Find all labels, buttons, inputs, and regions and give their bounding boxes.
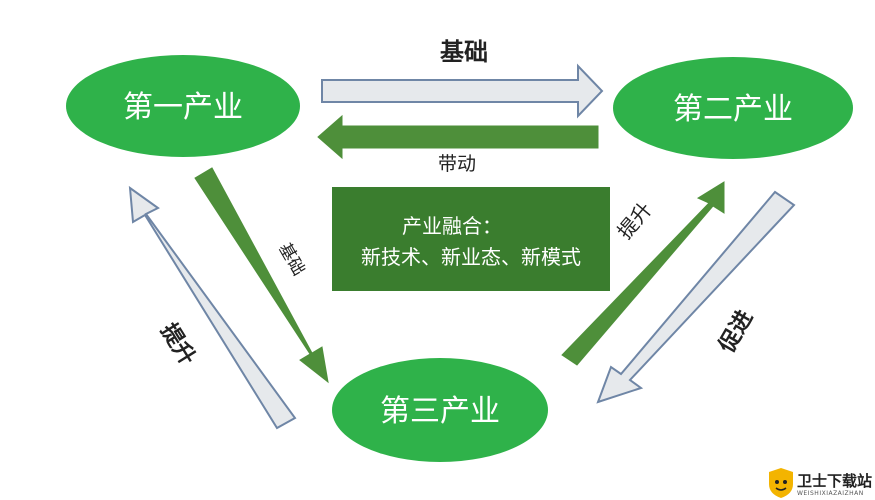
- edge-label-tertiary-to-secondary: 提升: [613, 197, 657, 243]
- edge-label-tertiary-to-primary: 提升: [155, 319, 200, 370]
- edge-label-primary-to-tertiary: 基础: [274, 240, 308, 279]
- node-secondary-industry: [613, 57, 853, 159]
- watermark-name: 卫士下载站: [797, 472, 872, 490]
- shield-icon: [769, 468, 793, 498]
- edge-label-primary-to-secondary: 基础: [440, 38, 488, 66]
- node-primary-industry: [66, 55, 300, 157]
- node-tertiary-industry: [332, 358, 548, 462]
- arrow-tertiary-to-primary: [128, 185, 297, 430]
- arrow-primary-to-tertiary: [194, 167, 329, 384]
- node-secondary-label: 第二产业: [673, 92, 793, 127]
- center-subtitle: 新技术、新业态、新模式: [361, 245, 581, 269]
- center-title: 产业融合：: [402, 214, 502, 238]
- arrow-primary-to-secondary: [321, 63, 604, 119]
- arrow-secondary-to-tertiary: [596, 190, 796, 404]
- node-tertiary-label: 第三产业: [380, 394, 500, 429]
- edge-label-secondary-to-tertiary: 促进: [714, 306, 758, 357]
- edge-label-secondary-to-primary: 带动: [438, 153, 476, 175]
- arrow-secondary-to-primary: [317, 114, 599, 160]
- node-primary-label: 第一产业: [123, 90, 243, 125]
- watermark-sub: WEISHIXIAZAIZHAN: [797, 490, 864, 497]
- center-box: [332, 187, 610, 291]
- arrow-tertiary-to-secondary: [561, 181, 725, 366]
- watermark-logo: 卫士下载站 WEISHIXIAZAIZHAN: [769, 468, 872, 498]
